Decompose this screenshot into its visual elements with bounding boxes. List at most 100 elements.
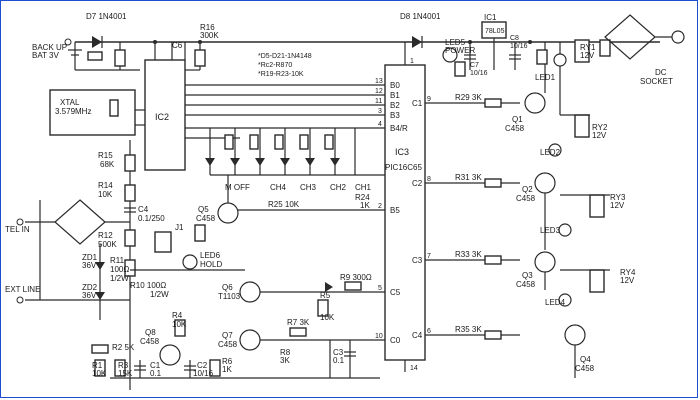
label-q1-value: C458 [505, 124, 525, 133]
label-q8-value: C458 [140, 337, 160, 346]
label-backup: BACK UP [32, 43, 67, 52]
label-q3: Q3 [522, 271, 533, 280]
label-r15: R15 [98, 151, 113, 160]
label-q4-value: C458 [575, 364, 595, 373]
label-q2-value: C458 [516, 194, 536, 203]
label-c1: C1 [150, 361, 161, 370]
label-r15-value: 68K [100, 160, 115, 169]
label-ch3: CH3 [300, 183, 317, 192]
label-ic1: IC1 [484, 13, 497, 22]
label-ic3-part: PIC16C65 [385, 163, 422, 172]
pin-b5: B5 [390, 206, 400, 215]
label-m-off: M OFF [225, 183, 250, 192]
label-r5-value: 10K [320, 313, 335, 322]
label-c8: C8 [510, 35, 519, 42]
line-interface [16, 140, 245, 390]
label-r1-value: 10K [92, 369, 107, 378]
label-c3-value: 0.1 [333, 356, 345, 365]
label-power: POWER [445, 46, 475, 55]
pin-num-b5: 2 [378, 203, 382, 210]
crystal [49, 89, 145, 136]
label-r6-value: 1K [222, 365, 232, 374]
pin-c2: C2 [412, 179, 423, 188]
note-rc2: *Rc2-R870 [258, 62, 292, 69]
label-ch1: CH1 [355, 183, 372, 192]
label-r3: R3 [118, 361, 129, 370]
label-c4-value: 0.1/250 [138, 214, 165, 223]
label-ry4-value: 12V [620, 276, 635, 285]
q5 [217, 175, 385, 224]
label-r16-value: 300K [200, 31, 219, 40]
label-r10: R10 100Ω [130, 281, 166, 290]
label-led2: LED2 [540, 148, 561, 157]
label-ic1-value: 78L05 [485, 28, 505, 35]
label-d7: D7 1N4001 [86, 12, 127, 21]
pin-b1: B1 [390, 91, 400, 100]
pin-num-b1: 12 [375, 88, 383, 95]
label-tel-in: TEL IN [5, 225, 30, 234]
label-r11: R11 [110, 256, 125, 265]
pin-num-b2: 11 [375, 98, 382, 105]
label-ch4: CH4 [270, 183, 287, 192]
note-diodes: *D5-D21-1N4148 [258, 53, 312, 60]
pin-c3: C3 [412, 256, 423, 265]
pin-c5: C5 [390, 288, 401, 297]
pin-num-gnd: 14 [410, 365, 418, 372]
label-r11-value: 100Ω [110, 265, 129, 274]
label-ch2: CH2 [330, 183, 347, 192]
ic3-chip [384, 42, 426, 372]
label-r12: R12 [98, 231, 113, 240]
button-array [205, 128, 385, 176]
pin-c1: C1 [412, 99, 423, 108]
label-ry3-value: 12V [610, 201, 625, 210]
pin-num-b4: 4 [378, 121, 382, 128]
label-q7: Q7 [222, 331, 233, 340]
pin-num-c4: 6 [427, 328, 431, 335]
label-q7-value: C458 [218, 340, 238, 349]
pin-num-c3: 7 [427, 253, 431, 260]
label-q5: Q5 [198, 205, 209, 214]
label-r31: R31 3K [455, 173, 482, 182]
backup-battery [64, 38, 140, 71]
label-r11-watt: 1/2W [110, 274, 129, 283]
label-r4: R4 [172, 311, 183, 320]
label-r4-value: 10K [172, 320, 187, 329]
label-c7-value: 10/16 [470, 70, 488, 77]
label-c3: C3 [333, 348, 344, 357]
label-r5: R5 [320, 291, 331, 300]
label-q6: Q6 [222, 283, 233, 292]
pin-num-c2: 8 [427, 176, 431, 183]
label-q2: Q2 [522, 185, 533, 194]
label-c8-value: 10/16 [510, 43, 528, 50]
label-c7: C7 [470, 62, 479, 69]
label-r7: R7 3K [287, 318, 310, 327]
label-r8-value: 3K [280, 356, 290, 365]
label-q1: Q1 [512, 115, 523, 124]
label-r6: R6 [222, 357, 233, 366]
label-ry4: RY4 [620, 268, 636, 277]
label-led6: LED6 [200, 251, 221, 260]
label-r16: R16 [200, 23, 215, 32]
label-ry1: RY1 [580, 43, 596, 52]
pin-num-c1: 9 [427, 96, 431, 103]
label-q3-value: C458 [516, 280, 536, 289]
label-j1: J1 [175, 223, 184, 232]
pin-b4: B4/R [390, 124, 408, 133]
label-zd2: ZD2 [82, 283, 98, 292]
label-c2-value: 10/16 [193, 369, 214, 378]
label-q4: Q4 [580, 355, 591, 364]
label-ry2-value: 12V [592, 131, 607, 140]
pin-c4: C4 [412, 331, 423, 340]
pin-b3: B3 [390, 111, 400, 120]
label-r14-value: 10K [98, 190, 113, 199]
label-r33: R33 3K [455, 250, 482, 259]
label-r1: R1 [92, 361, 103, 370]
label-led5: LED5 [445, 38, 466, 47]
label-ry3: RY3 [610, 193, 626, 202]
pin-num-vdd: 1 [410, 58, 414, 65]
pin-num-b3: 3 [378, 108, 382, 115]
label-r29: R29 3K [455, 93, 482, 102]
label-bat: BAT 3V [32, 51, 59, 60]
lower-transistors [91, 281, 385, 379]
